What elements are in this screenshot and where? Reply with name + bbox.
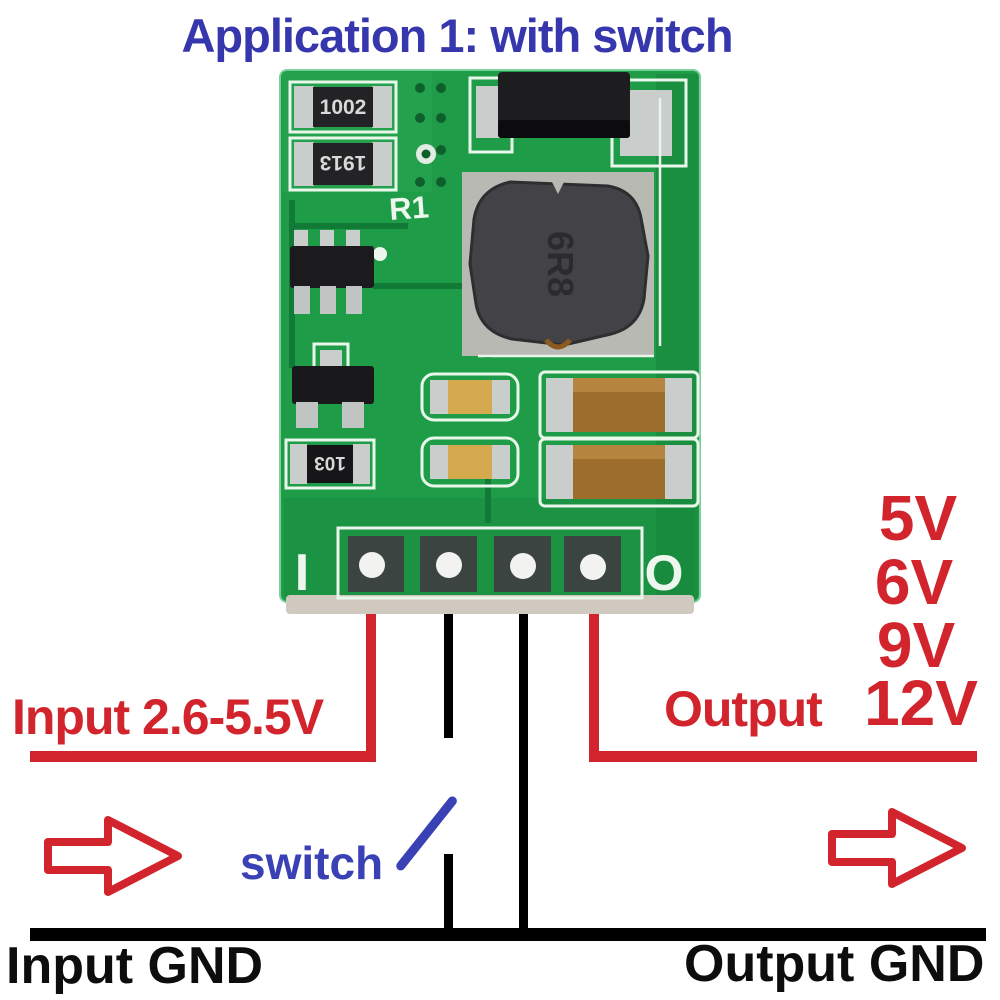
voltage-5v-label: 5V [878,482,958,554]
output-label: Output [664,681,823,737]
voltage-12v-label: 12V [864,667,978,739]
pcb-bottom-edge [286,595,694,614]
silkscreen-input-pin: I [295,544,309,602]
page-title: Application 1: with switch [181,9,733,62]
resistor-1002-code: 1002 [320,96,367,119]
output-positive-wire-horizontal [589,751,977,762]
resistor-1002: 1002 [288,80,398,134]
silkscreen-output-pin: O [645,545,684,601]
input-gnd-label: Input GND [6,937,264,995]
inductor-code: 6R8 [540,231,581,297]
output-direction-arrow-icon [828,808,966,888]
ground-wire-vertical [519,563,528,936]
pcb-module: 6R8 1002 1913 R1 [279,69,701,614]
resistor-103-code: 103 [314,452,346,473]
silkscreen-r1: R1 [388,189,430,227]
output-gnd-label: Output GND [684,935,985,993]
pin-pad-1 [348,536,404,592]
input-positive-wire-horizontal [30,751,376,762]
capacitor-large-2 [538,437,700,508]
ground-bus-line [30,928,986,941]
input-positive-wire-vertical [366,558,376,758]
transistor [292,342,374,428]
silkscreen-lines [478,98,662,358]
resistor-1913-code: 1913 [320,151,367,174]
pin-header [336,526,644,600]
capacitor-small-2 [420,436,520,488]
pin-pad-4 [564,536,621,592]
pin-pad-3 [494,536,551,592]
via-holes [415,83,446,187]
switch-label: switch [240,837,384,889]
capacitor-small-1 [420,372,520,422]
input-voltage-label: Input 2.6-5.5V [12,689,324,745]
resistor-103: 103 [284,438,376,490]
capacitor-large-1 [538,370,700,440]
resistor-1913: 1913 [288,136,398,192]
input-direction-arrow-icon [44,816,182,896]
switched-wire-upper-segment [444,562,453,738]
inductor: 6R8 [462,172,654,356]
diode [468,72,688,168]
converter-ic [290,230,387,314]
output-positive-wire-vertical [589,560,599,762]
voltage-9v-label: 9V [876,609,956,681]
voltage-6v-label: 6V [874,546,954,618]
pin-pad-2 [420,536,477,592]
switched-wire-lower-segment [444,854,453,936]
